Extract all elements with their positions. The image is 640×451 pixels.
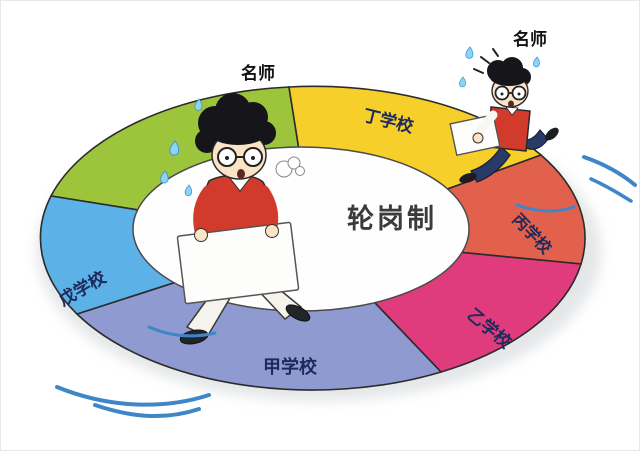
teacher-right-fringe (490, 68, 528, 86)
teacher-left (160, 93, 311, 345)
swoosh-line (589, 177, 633, 203)
segment-label-school-jia: 甲学校 (263, 357, 317, 378)
teacher-left-arm (193, 185, 214, 237)
swoosh-line (515, 203, 576, 213)
motion-swooshes (55, 155, 637, 419)
teacher-left-arm (258, 185, 279, 233)
teacher-right-eye (517, 92, 521, 96)
teacher-right-mouth (508, 100, 514, 108)
teacher-left-eye (251, 156, 255, 160)
ring-segment-periwinkle (75, 237, 443, 391)
center-title: 轮岗制 (347, 204, 437, 235)
swoosh-line (55, 385, 211, 407)
teacher-left-shoe (285, 304, 311, 322)
teacher-left-label: 名师 (241, 64, 275, 84)
teacher-left-hand (194, 228, 208, 242)
teacher-left-fringe (209, 119, 267, 145)
breath-puff-icon (275, 156, 305, 178)
teacher-right-eye (500, 92, 504, 96)
swoosh-line (582, 155, 637, 187)
startle-lines-icon (473, 48, 499, 74)
teacher-right-leg (470, 146, 511, 183)
teacher-right-hand (472, 132, 484, 144)
sweat-drops-left-teacher (160, 98, 203, 196)
sweat-drops-right-teacher (459, 46, 541, 88)
teacher-left-eye (225, 156, 229, 160)
teacher-left-mouth (237, 169, 245, 179)
carried-paper (176, 221, 300, 305)
teacher-right-label: 名师 (513, 30, 547, 50)
swoosh-line (93, 403, 201, 419)
teacher-right-shoe (459, 172, 477, 184)
teacher-left-hand (265, 224, 279, 238)
teacher-right (449, 46, 559, 184)
swoosh-line (147, 325, 217, 338)
teacher-right-shoe (545, 127, 559, 141)
